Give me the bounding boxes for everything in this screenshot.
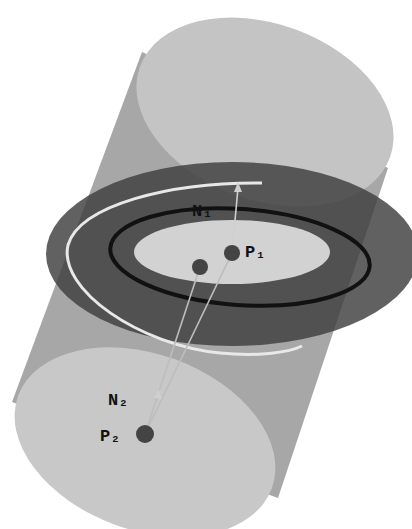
intersection-curve — [107, 200, 373, 314]
point-label: N₁ — [192, 203, 212, 220]
point-label: N₂ — [108, 392, 128, 409]
connection-line — [145, 253, 232, 434]
normal-circle-curve — [67, 183, 302, 354]
point-marker — [224, 245, 240, 261]
point-label: P₁ — [245, 244, 265, 261]
torus-hole — [134, 220, 330, 284]
arrow-head — [234, 182, 242, 192]
point-marker — [192, 259, 208, 275]
connection-line — [145, 267, 200, 434]
torus-disc — [46, 162, 412, 346]
arrow-head — [154, 389, 162, 399]
point-marker — [136, 425, 154, 443]
normal-vector — [232, 188, 238, 253]
point-label: P₂ — [100, 428, 120, 445]
